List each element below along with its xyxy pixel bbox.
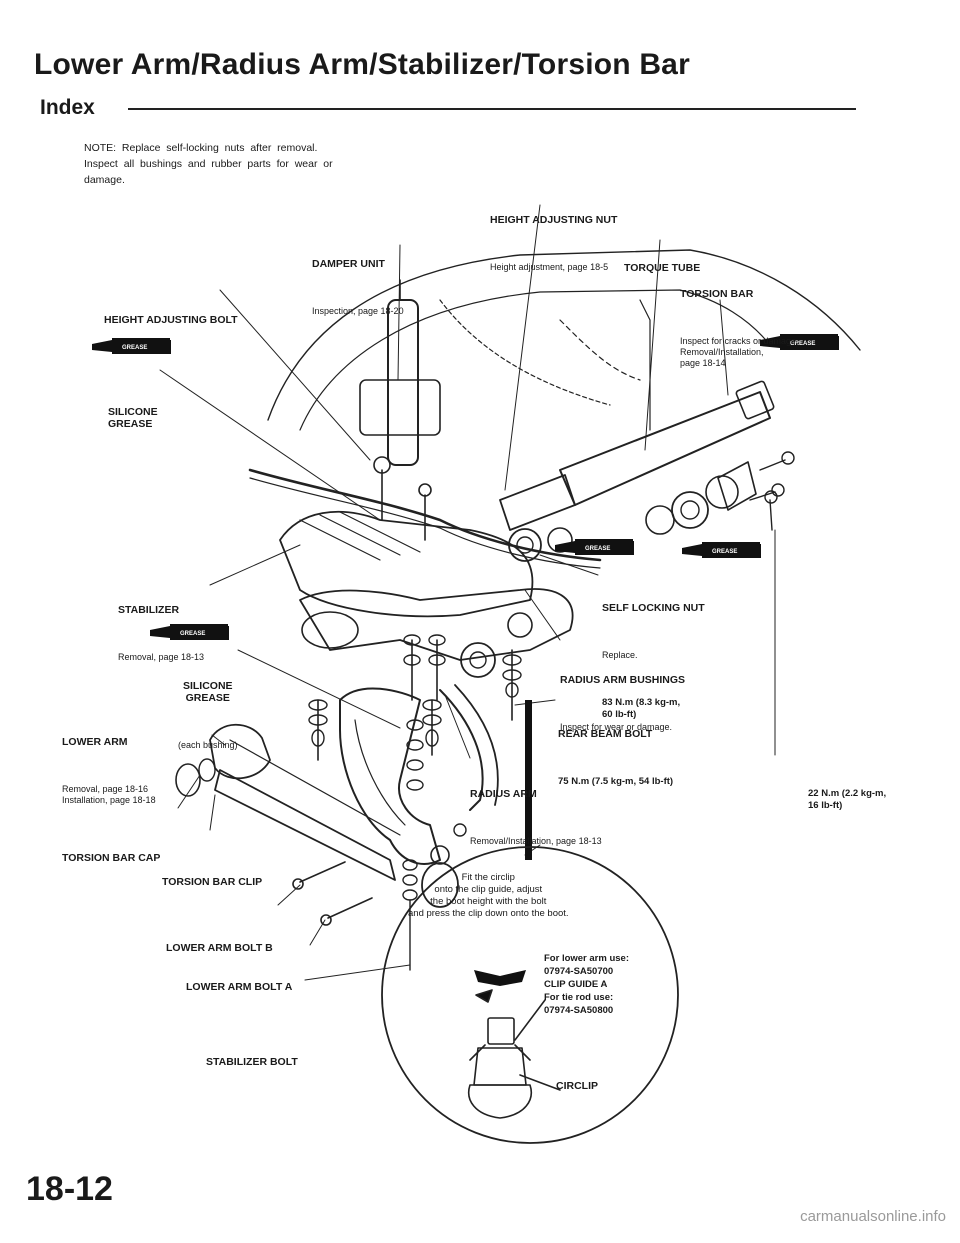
header-rule xyxy=(128,108,856,110)
section-subtitle: Index xyxy=(40,96,95,119)
svg-text:GREASE: GREASE xyxy=(180,631,205,637)
grease-icon: GREASE xyxy=(760,334,839,350)
label-stabilizer: STABILIZER Removal, page 18-13 xyxy=(118,604,205,662)
svg-text:GREASE: GREASE xyxy=(712,549,737,555)
label-silicone-grease-2: SILICONE GREASE (each bushing) xyxy=(178,680,238,750)
grease-icon: GREASE xyxy=(682,542,761,558)
grease-icon: GREASE xyxy=(555,539,634,555)
label-stabilizer-bolt: STABILIZER BOLT xyxy=(206,1056,298,1068)
inset-tool-text: For lower arm use: 07974-SA50700 CLIP GU… xyxy=(544,953,629,1016)
label-height-adjusting-nut: HEIGHT ADJUSTING NUT Height adjustment, … xyxy=(490,214,618,272)
label-height-adjusting-bolt: HEIGHT ADJUSTING BOLT xyxy=(104,314,238,326)
inset-circlip-label: CIRCLIP xyxy=(556,1080,598,1092)
svg-text:GREASE: GREASE xyxy=(585,546,610,552)
label-self-locking-nut: SELF LOCKING NUT Replace. 83 N.m (8.3 kg… xyxy=(602,602,705,720)
label-torsion-bar-clip: TORSION BAR CLIP xyxy=(162,876,263,888)
label-rear-beam-bolt: REAR BEAM BOLT 75 N.m (7.5 kg-m, 54 lb-f… xyxy=(558,728,674,787)
label-lower-arm-bolt-a: LOWER ARM BOLT A xyxy=(186,981,293,993)
label-torque-22: 22 N.m (2.2 kg-m, 16 lb-ft) xyxy=(808,788,887,811)
inset-instruction: Fit the circlip onto the clip guide, adj… xyxy=(408,872,569,919)
label-torsion-bar-cap: TORSION BAR CAP xyxy=(62,852,161,864)
label-damper-unit: DAMPER UNIT Inspection, page 18-20 xyxy=(312,258,404,316)
page-number: 18-12 xyxy=(26,1170,113,1208)
label-radius-arm: RADIUS ARM Removal/Installation, page 18… xyxy=(470,788,602,846)
special-tool-icon xyxy=(474,970,526,986)
label-silicone-grease-1: SILICONE GREASE xyxy=(108,406,158,430)
label-lower-arm-bolt-b: LOWER ARM BOLT B xyxy=(166,942,273,954)
page-title: Lower Arm/Radius Arm/Stabilizer/Torsion … xyxy=(34,48,690,81)
label-torque-tube: TORQUE TUBE xyxy=(624,262,701,274)
note-text: NOTE: Replace self-locking nuts after re… xyxy=(84,142,333,186)
label-torsion-bar: TORSION BAR Inspect for cracks or damage… xyxy=(680,288,799,368)
watermark: carmanualsonline.info xyxy=(800,1208,946,1225)
grease-icon: GREASE xyxy=(92,338,171,354)
grease-icon: GREASE xyxy=(150,624,229,640)
label-lower-arm: LOWER ARM Removal, page 18-16 Installati… xyxy=(62,736,156,805)
label-radius-arm-bushings: RADIUS ARM BUSHINGS Inspect for wear or … xyxy=(560,674,686,732)
svg-text:GREASE: GREASE xyxy=(122,345,147,351)
svg-text:GREASE: GREASE xyxy=(790,341,815,347)
